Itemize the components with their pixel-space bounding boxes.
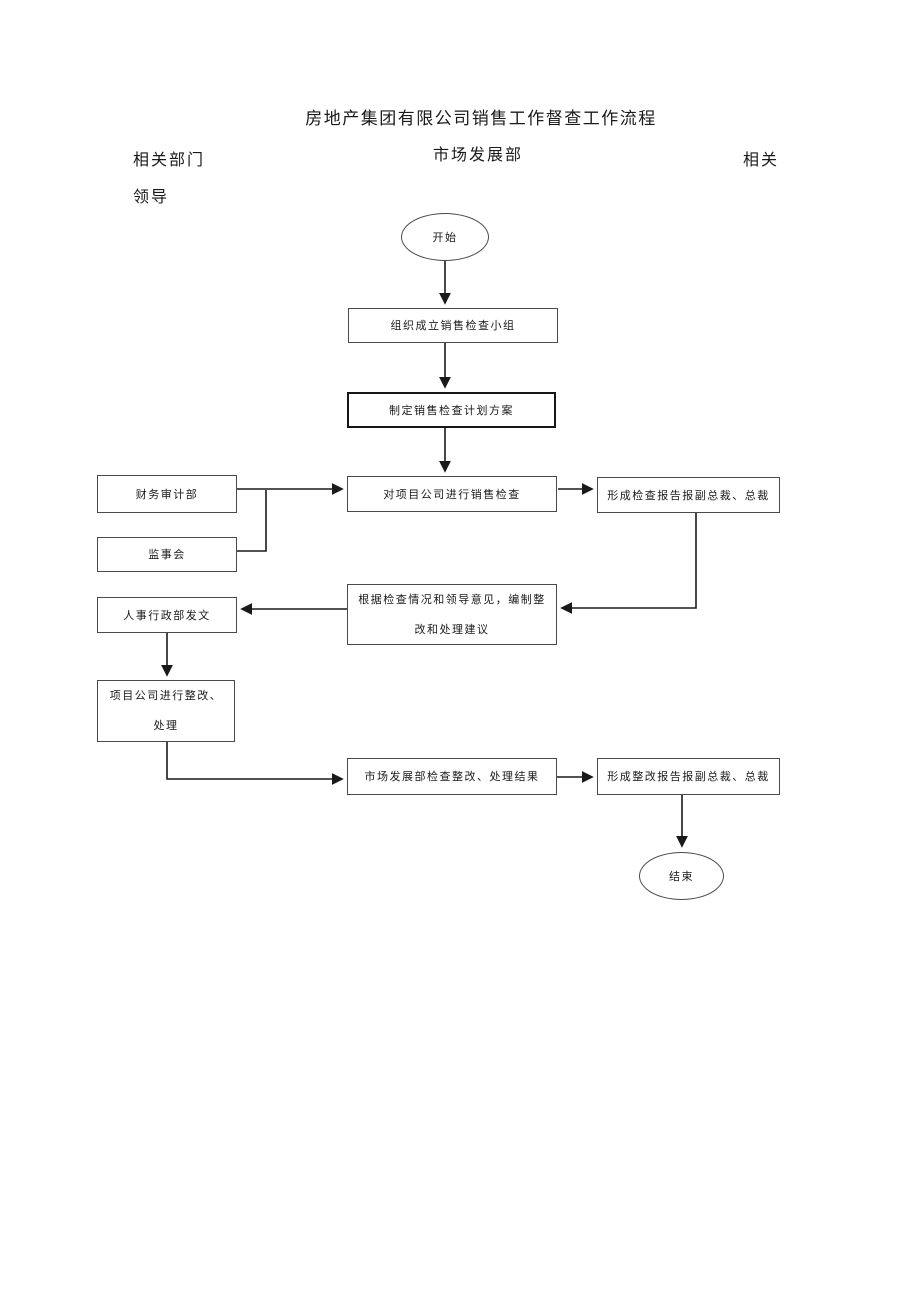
flow-node-label: 财务审计部	[135, 487, 199, 501]
page-title: 房地产集团有限公司销售工作督查工作流程	[305, 109, 657, 129]
flow-node-label: 开始	[432, 230, 458, 244]
flow-node-make-inspection-plan: 制定销售检查计划方案	[347, 392, 556, 428]
flow-node-end: 结束	[639, 852, 724, 900]
connector-inspection-report-to-suggestion	[560, 513, 697, 614]
flow-node-label-line2: 处理	[153, 719, 179, 732]
flow-node-label-line1: 项目公司进行整改、	[109, 689, 223, 702]
column-header-related-departments: 相关部门	[133, 150, 206, 169]
flow-node-label: 对项目公司进行销售检查	[383, 487, 521, 501]
flow-node-inspect-project-company: 对项目公司进行销售检查	[347, 476, 557, 512]
flow-node-label: 制定销售检查计划方案	[389, 403, 514, 417]
flow-node-hr-admin-issue-document: 人事行政部发文	[97, 597, 237, 633]
flow-node-finance-audit-dept: 财务审计部	[97, 475, 237, 513]
flow-node-label: 市场发展部检查整改、处理结果	[364, 770, 540, 783]
connector-supervisory-join	[237, 490, 267, 552]
flow-node-label: 组织成立销售检查小组	[390, 319, 516, 332]
flow-node-label: 形成检查报告报副总裁、总裁	[607, 488, 770, 502]
column-header-related-leaders-line1: 相关	[743, 150, 780, 169]
flow-node-label: 形成整改报告报副总裁、总裁	[607, 770, 770, 783]
flow-node-label-line2: 改和处理建议	[414, 622, 490, 636]
flow-node-organize-inspection-team: 组织成立销售检查小组	[348, 308, 558, 343]
flow-node-market-dept-check-results: 市场发展部检查整改、处理结果	[347, 758, 557, 795]
flow-node-rectification-report-to-presidents: 形成整改报告报副总裁、总裁	[597, 758, 780, 795]
flow-node-project-company-rectify: 项目公司进行整改、 处理	[97, 680, 235, 742]
flow-node-label: 监事会	[148, 548, 186, 561]
column-header-market-development-dept: 市场发展部	[432, 145, 523, 164]
flow-node-start: 开始	[401, 213, 489, 261]
flow-node-inspection-report-to-presidents: 形成检查报告报副总裁、总裁	[597, 477, 780, 513]
column-header-related-leaders-line2: 领导	[133, 187, 170, 206]
connector-rectify-to-market-check	[166, 742, 344, 785]
flow-node-prepare-rectification-suggestion: 根据检查情况和领导意见，编制整 改和处理建议	[347, 584, 557, 645]
flow-node-label: 结束	[669, 869, 694, 883]
flow-node-label-line1: 根据检查情况和领导意见，编制整	[358, 592, 546, 606]
flow-node-label: 人事行政部发文	[123, 608, 211, 622]
flow-node-supervisory-board: 监事会	[97, 537, 237, 572]
